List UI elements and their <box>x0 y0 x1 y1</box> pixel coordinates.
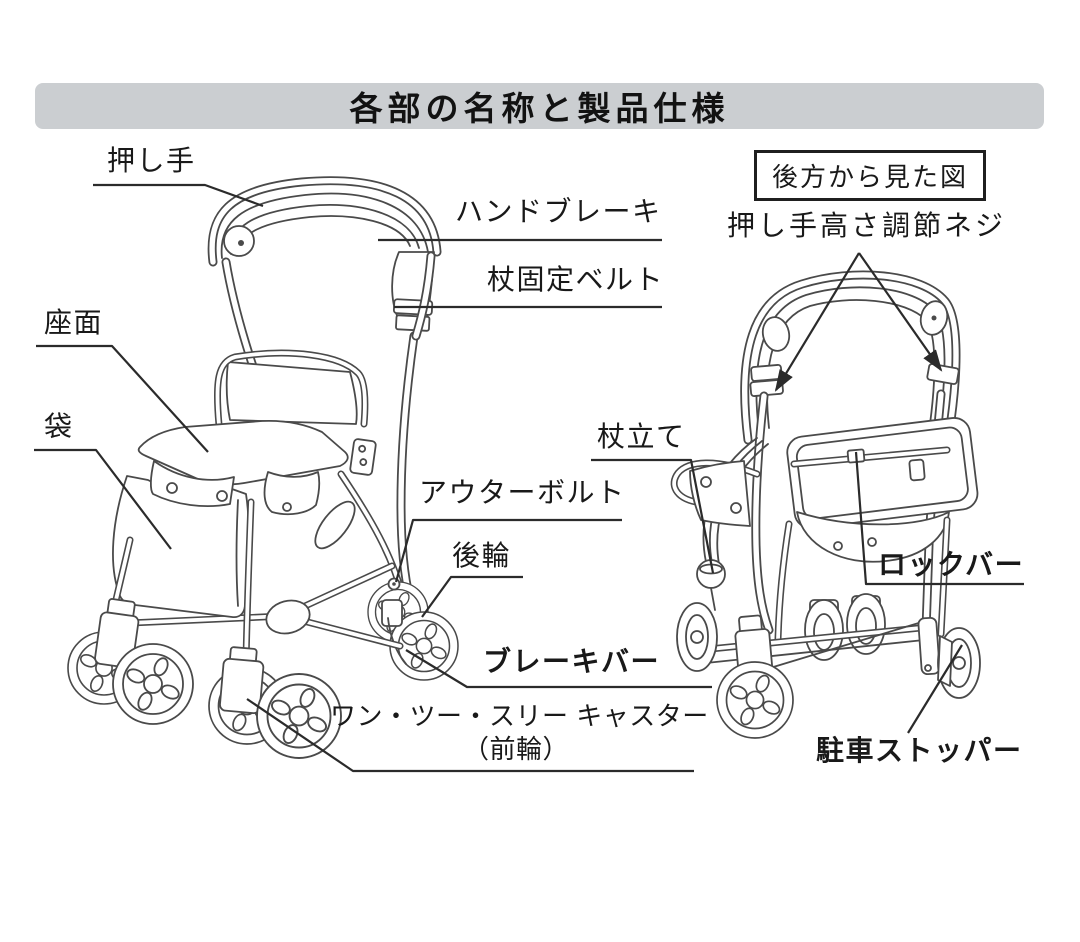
label-front-caster: ワン・ツー・スリー キャスター （前輪） <box>330 700 709 767</box>
leader-seat <box>36 344 209 453</box>
rear-view-caption: 後方から見た図 <box>772 162 969 192</box>
leader-lock-bar <box>854 451 1024 586</box>
leader-push-handle <box>93 183 264 208</box>
label-parking-stopper: 駐車ストッパー <box>816 735 1023 766</box>
cane-stand-cup <box>696 559 726 611</box>
label-rear-wheel: 後輪 <box>452 540 512 571</box>
rear-view-caption-box: 後方から見た図 <box>754 150 987 201</box>
leader-bag <box>34 448 172 550</box>
label-front-caster-line2: （前輪） <box>462 734 569 765</box>
label-lock-bar: ロックバー <box>878 549 1025 580</box>
left-caster-pair <box>676 602 794 739</box>
left-cart-illustration <box>67 181 459 759</box>
label-handle-height-screw: 押し手高さ調節ネジ <box>727 210 1007 241</box>
leader-front-caster <box>246 698 694 773</box>
parking-stopper-wheel <box>917 616 981 699</box>
page-title: 各部の名称と製品仕様 <box>349 90 730 127</box>
rear-view-illustration <box>674 275 981 739</box>
leader-cane-stand <box>591 458 715 574</box>
label-seat-surface: 座面 <box>44 307 104 338</box>
label-outer-bolt: アウターボルト <box>419 477 626 508</box>
leader-lines <box>34 183 1024 773</box>
front-left-caster <box>67 598 194 725</box>
leader-outer-bolt <box>394 518 622 583</box>
title-bar: 各部の名称と製品仕様 <box>35 83 1044 129</box>
height-adjust-screw-left <box>749 364 784 397</box>
label-push-handle: 押し手 <box>107 145 196 176</box>
leader-brake-bar <box>405 649 712 689</box>
front-right-caster <box>208 646 342 759</box>
leader-height-screw-left <box>774 252 860 392</box>
label-cane-fixing-belt: 杖固定ベルト <box>487 264 665 295</box>
label-brake-bar: ブレーキバー <box>483 646 661 677</box>
label-front-caster-line1: ワン・ツー・スリー キャスター <box>330 701 709 731</box>
backrest-panel <box>225 361 358 425</box>
rear-wheels-behind <box>804 593 886 661</box>
label-bag: 袋 <box>44 411 74 442</box>
leader-parking-stopper <box>907 644 963 734</box>
label-hand-brake: ハンドブレーキ <box>455 196 662 227</box>
leader-rear-wheel <box>421 575 523 618</box>
folded-seat-back <box>786 417 979 529</box>
leader-height-screw-right <box>858 252 943 372</box>
label-cane-stand: 杖立て <box>597 421 686 452</box>
